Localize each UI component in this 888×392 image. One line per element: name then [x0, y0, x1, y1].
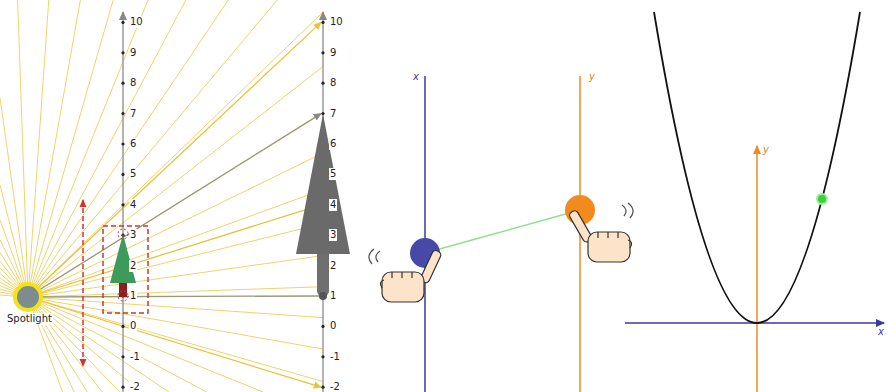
projection-ray [28, 22, 321, 297]
spotlight-label: Spotlight [6, 313, 53, 325]
light-ray [28, 153, 323, 297]
tick-label: 1 [129, 290, 137, 302]
light-ray [28, 297, 323, 382]
light-ray [0, 185, 28, 297]
image-point [319, 292, 327, 300]
tick-label: 7 [329, 108, 337, 120]
hand-icon [568, 209, 631, 262]
tick-label: -1 [129, 351, 141, 363]
tick-dot [121, 112, 124, 115]
light-ray [28, 297, 74, 392]
light-ray [28, 0, 277, 297]
projection-ray [28, 296, 321, 297]
light-ray [28, 297, 207, 392]
light-ray [28, 297, 263, 392]
light-ray [28, 0, 228, 297]
tick-label: 3 [329, 229, 337, 241]
tick-label: 0 [329, 320, 337, 332]
tick-label: 10 [329, 16, 344, 28]
tick-dot [121, 21, 124, 24]
axis-label: x [412, 71, 420, 83]
tick-label: 5 [129, 168, 137, 180]
number-line [122, 12, 124, 392]
tick-label: 8 [129, 77, 137, 89]
wave-marks [622, 203, 633, 218]
tick-label: -2 [329, 381, 341, 392]
object-point [118, 291, 128, 301]
tick-label: 2 [329, 260, 337, 272]
light-ray [28, 297, 102, 392]
tick-dot [121, 142, 124, 145]
light-ray [28, 113, 323, 297]
tick-label: 4 [329, 199, 337, 211]
tick-label: 2 [129, 260, 137, 272]
tick-dot [121, 173, 124, 176]
light-ray [28, 223, 323, 297]
tick-label: 7 [129, 108, 137, 120]
tick-label: 4 [129, 199, 137, 211]
mapping-line [425, 210, 580, 253]
projection-ray [28, 205, 321, 297]
x-line [424, 76, 426, 392]
light-ray [28, 297, 87, 392]
axis-label: y [762, 144, 770, 156]
light-ray [28, 0, 186, 297]
tick-label: 3 [129, 229, 137, 241]
tick-label: 6 [129, 138, 137, 150]
drag-arrow [82, 200, 84, 366]
light-ray [28, 256, 323, 297]
tick-label: 9 [329, 47, 337, 59]
image-tree [296, 114, 350, 254]
tick-dot [321, 386, 324, 389]
tick-label: 9 [129, 47, 137, 59]
tick-label: 1 [329, 290, 337, 302]
axis-label: y [588, 71, 596, 83]
light-ray [28, 297, 63, 392]
selection-box [103, 226, 148, 313]
tick-label: -1 [329, 351, 341, 363]
tick-dot [321, 21, 324, 24]
tick-dot [121, 82, 124, 85]
point-on-curve [817, 194, 827, 204]
spotlight [15, 284, 41, 310]
light-ray [28, 12, 323, 297]
light-ray [28, 297, 323, 349]
light-ray [28, 0, 148, 297]
tick-dot [321, 325, 324, 328]
light-ray [18, 0, 28, 297]
projection-ray [28, 114, 321, 297]
light-ray [28, 297, 141, 392]
axis-label: x [877, 326, 885, 338]
projection-ray [28, 297, 321, 387]
tick-marks [121, 21, 324, 389]
tick-dot [321, 51, 324, 54]
wave-marks [369, 249, 380, 264]
light-ray [28, 0, 80, 297]
y-axis [756, 146, 758, 392]
light-ray [28, 287, 323, 297]
object-tree [110, 234, 136, 283]
light-ray [0, 98, 28, 297]
light-ray [28, 190, 323, 297]
light-ray [28, 67, 323, 297]
tick-dot [121, 325, 124, 328]
tick-dot [121, 51, 124, 54]
light-rays [0, 0, 323, 392]
tick-dot [121, 386, 124, 389]
tick-dot [121, 203, 124, 206]
tick-dot [321, 355, 324, 358]
tick-label: -2 [129, 381, 141, 392]
tick-dot [321, 82, 324, 85]
tick-label: 10 [129, 16, 144, 28]
tick-dot [121, 355, 124, 358]
tick-label: 5 [329, 168, 337, 180]
tick-label: 0 [129, 320, 137, 332]
object-point [118, 229, 128, 239]
tick-label: 8 [329, 77, 337, 89]
tick-label: 6 [329, 138, 337, 150]
parabola [654, 12, 860, 323]
hand-icon [380, 249, 442, 302]
